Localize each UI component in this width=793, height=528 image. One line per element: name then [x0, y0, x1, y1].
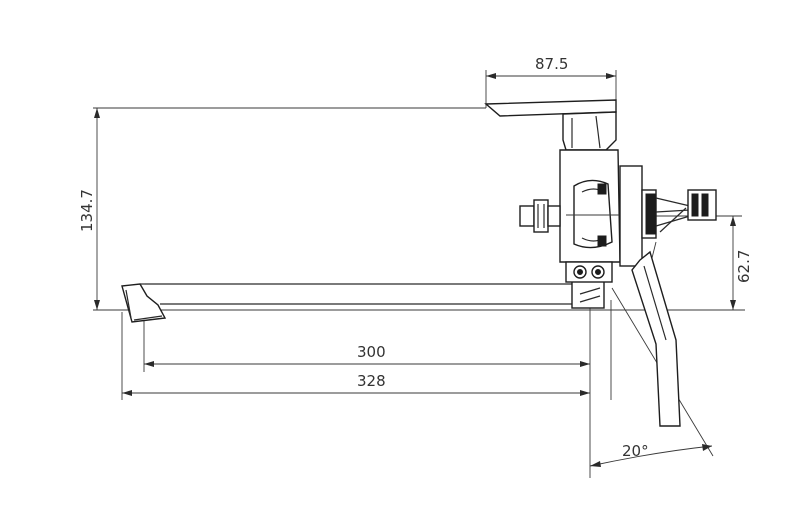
dimension-label-outlet-height: 62.7: [735, 250, 753, 283]
dimension-label-handle-depth: 87.5: [535, 55, 568, 73]
wall-connector: [619, 165, 717, 267]
dimension-spout-reach-inner: 300: [143, 312, 590, 372]
dimension-label-spout-reach-inner: 300: [357, 343, 386, 361]
spout: [121, 279, 605, 323]
dimension-angle: 20°: [589, 442, 713, 467]
dimension-total-height: 134.7: [78, 107, 745, 311]
dimension-label-total-height: 134.7: [78, 189, 96, 232]
dimension-spout-reach-total: 328: [121, 312, 590, 400]
shower-outlet: [631, 250, 681, 427]
diverter-knob: [519, 199, 561, 233]
dimension-outlet-height: 62.7: [655, 215, 753, 310]
dimension-label-angle: 20°: [622, 442, 649, 460]
mixer-body: [484, 99, 640, 283]
dimension-label-spout-reach-total: 328: [357, 372, 386, 390]
dimension-handle-depth: 87.5: [485, 55, 617, 108]
